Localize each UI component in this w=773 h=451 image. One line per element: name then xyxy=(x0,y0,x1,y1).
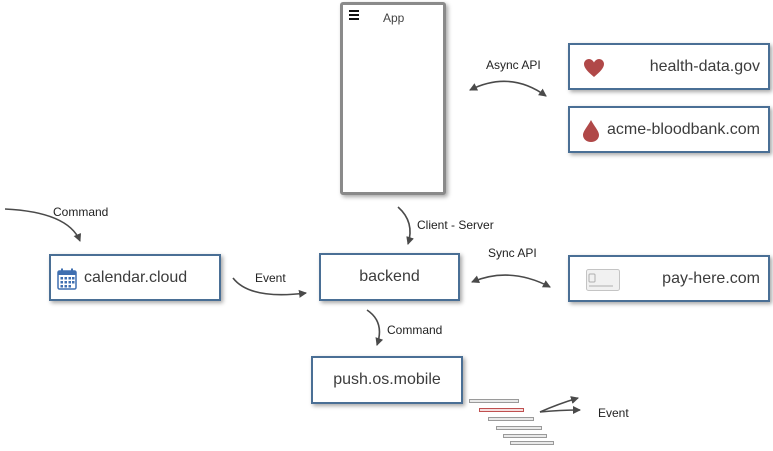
app-title: App xyxy=(383,11,405,25)
event-calendar-arrow xyxy=(232,277,307,298)
app-phone: App xyxy=(340,2,446,195)
command-in-label: Command xyxy=(53,205,109,219)
node-health-data: health-data.gov xyxy=(568,43,770,90)
event-push-label: Event xyxy=(598,406,629,420)
client-server-label: Client - Server xyxy=(417,218,494,232)
heart-icon xyxy=(584,59,604,77)
command-push-arrow xyxy=(366,309,384,346)
calendar-icon xyxy=(57,268,77,290)
credit-card-icon xyxy=(586,269,620,291)
node-payhere-label: pay-here.com xyxy=(662,269,760,287)
node-backend-label: backend xyxy=(359,268,420,285)
blood-drop-icon xyxy=(583,120,599,142)
node-calendar-label: calendar.cloud xyxy=(84,268,188,286)
sync-api-label: Sync API xyxy=(488,246,537,260)
event-calendar-label: Event xyxy=(255,271,286,285)
async-api-arrow xyxy=(469,80,547,97)
client-server-arrow xyxy=(397,206,414,245)
node-health-data-label: health-data.gov xyxy=(649,57,760,75)
node-push-label: push.os.mobile xyxy=(333,371,441,388)
node-payhere: pay-here.com xyxy=(568,255,770,302)
command-in-arrow xyxy=(4,208,82,242)
node-push: push.os.mobile xyxy=(311,356,463,404)
event-push-arrow-1 xyxy=(539,396,579,413)
sync-api-arrow xyxy=(471,274,551,288)
hamburger-menu-icon xyxy=(349,10,359,22)
node-calendar: calendar.cloud xyxy=(49,254,221,301)
event-push-arrow-2 xyxy=(539,406,581,415)
async-api-label: Async API xyxy=(486,58,541,72)
node-backend: backend xyxy=(319,253,460,301)
command-push-label: Command xyxy=(387,323,443,337)
node-bloodbank: acme-bloodbank.com xyxy=(568,106,770,153)
node-bloodbank-label: acme-bloodbank.com xyxy=(607,120,760,138)
